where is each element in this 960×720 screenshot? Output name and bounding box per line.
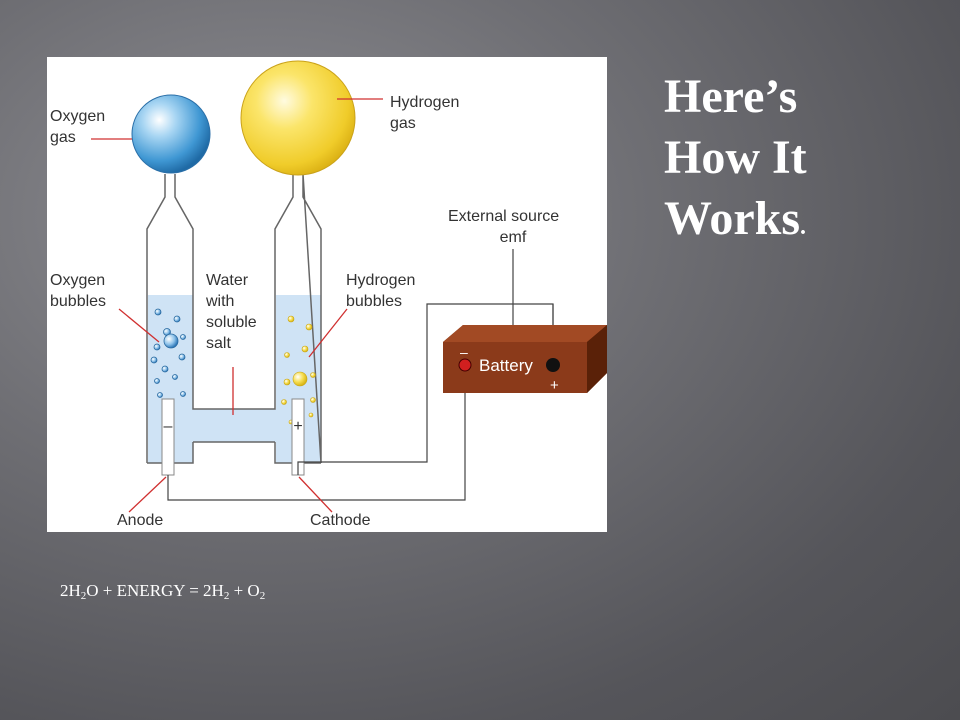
eq-lhs-rest: O + ENERGY = 2H <box>86 581 224 600</box>
hydrogen-gas-label-1: Hydrogen <box>390 94 459 111</box>
external-source-label-2: emf <box>500 229 527 246</box>
water-label-1: Water <box>206 272 249 289</box>
negative-terminal <box>458 358 472 372</box>
eq-lhs-coef: 2H <box>60 581 81 600</box>
battery-minus: – <box>460 344 468 360</box>
oxygen-bubbles <box>150 308 186 409</box>
water-label-4: salt <box>206 335 231 352</box>
oxygen-gas-label-1: Oxygen <box>50 108 105 125</box>
title-line-3-wrap: Works. <box>664 188 924 258</box>
anode-label: Anode <box>117 512 163 529</box>
oxygen-bubbles-label-1: Oxygen <box>50 272 105 289</box>
electrolysis-diagram: – + Battery – + <box>47 57 607 532</box>
hydrogen-bubbles-label-2: bubbles <box>346 293 402 310</box>
eq-o-sub: 2 <box>259 590 266 602</box>
oxygen-gas-balloon <box>131 94 211 174</box>
cathode-label: Cathode <box>310 512 371 529</box>
circuit-wires <box>167 249 554 501</box>
eq-h-sub: 2 <box>223 590 230 602</box>
diagram-labels: Oxygen gas Hydrogen gas External source … <box>50 94 559 529</box>
title-line-2: How It <box>664 131 807 184</box>
external-source-label-1: External source <box>448 208 559 225</box>
eq-lhs-sub: 2 <box>80 590 87 602</box>
oxygen-gas-label-2: gas <box>50 129 76 146</box>
anode-sign: – <box>164 418 173 435</box>
electrodes: – + <box>161 398 305 476</box>
battery-plus: + <box>550 377 559 394</box>
water-label-3: soluble <box>206 314 257 331</box>
hydrogen-gas-label-2: gas <box>390 115 416 132</box>
eq-plus-o: + O <box>229 581 260 600</box>
hydrogen-bubbles-label-1: Hydrogen <box>346 272 415 289</box>
title-line-1: Here’s <box>664 70 798 123</box>
battery-label: Battery <box>479 356 533 375</box>
title-line-3: Works <box>664 192 801 245</box>
title-period: . <box>800 214 807 240</box>
diagram-svg: – + Battery – + <box>50 60 607 529</box>
cathode-sign: + <box>293 418 302 435</box>
battery: Battery – + <box>443 325 607 394</box>
slide-title: Here’s How It Works. <box>664 66 924 258</box>
oxygen-bubbles-label-2: bubbles <box>50 293 106 310</box>
electrolysis-equation: 2H2O + ENERGY = 2H2 + O2 <box>60 581 266 602</box>
label-pointers <box>91 98 383 513</box>
water-label-2: with <box>205 293 234 310</box>
positive-terminal <box>546 358 560 372</box>
hydrogen-gas-balloon <box>240 60 356 176</box>
